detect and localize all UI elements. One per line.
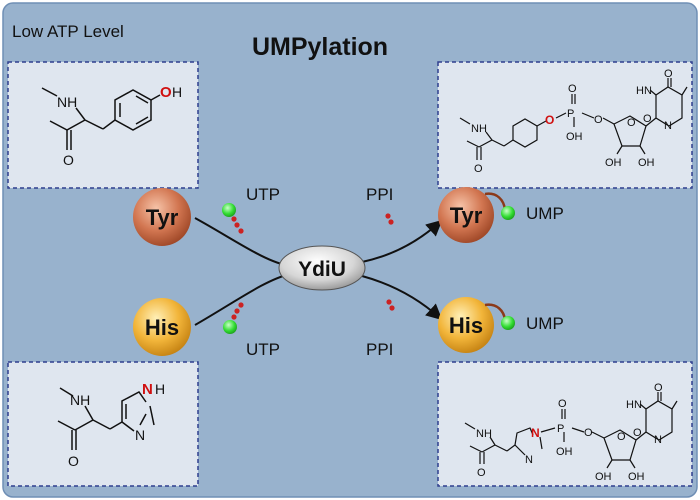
ppi-label-bottom: PPI — [366, 340, 393, 359]
his-product-label: His — [449, 313, 483, 338]
tyr-ump-hn-label: HN — [636, 85, 652, 97]
his-ump-link-o-label: O — [584, 427, 593, 439]
his-ump-carbonyl-o-label: O — [477, 467, 486, 479]
tyr-skeleton — [41, 87, 161, 150]
ump-label-bottom: UMP — [526, 314, 564, 333]
his-ring-n-bottom-label: N — [135, 427, 145, 443]
his-skeleton — [57, 387, 155, 450]
tyr-ump-p-oxo-label: O — [568, 83, 577, 95]
his-ump-oh1-label: OH — [595, 471, 612, 483]
his-residue-label: His — [145, 315, 179, 340]
ump-attachment-bottom — [484, 303, 515, 330]
tyr-ump-ester-o-label: O — [545, 113, 554, 127]
his-ump-p-label: P — [557, 423, 564, 435]
tyr-ump-structure-panel: NH O O P O OH O O HN O O N OH OH — [437, 61, 693, 189]
his-structure-panel: NH O N H N — [7, 361, 199, 487]
his-ring-n-label: N — [142, 381, 153, 398]
his-ump-p-oxo-label: O — [558, 398, 567, 410]
utp-label-top: UTP — [246, 185, 280, 204]
ump-attachment-top — [484, 192, 515, 220]
his-residue-ball — [133, 298, 191, 356]
tyr-residue-label: Tyr — [146, 205, 179, 230]
his-product-ball — [438, 297, 494, 353]
tyr-ump-base-top-o-label: O — [664, 68, 673, 80]
tyr-ump-skeleton — [459, 78, 688, 160]
tyr-ump-carbonyl-o-label: O — [474, 163, 483, 175]
tyr-carbonyl-o-label: O — [63, 152, 74, 168]
ydiu-enzyme — [278, 245, 366, 291]
his-nh-label: NH — [70, 392, 90, 408]
tyr-ump-p-oh-label: OH — [566, 131, 583, 143]
utp-molecule-top — [222, 203, 244, 234]
tyr-hydroxyl-o-label: O — [160, 84, 172, 101]
his-carbonyl-o-label: O — [68, 453, 79, 469]
utp-molecule-bottom — [223, 302, 244, 334]
his-ump-hn-label: HN — [626, 399, 642, 411]
his-ump-oh2-label: OH — [628, 471, 645, 483]
his-ring-h-label: H — [155, 381, 165, 397]
tyr-hydroxyl-h-label: H — [172, 84, 182, 100]
his-ump-p-oh-label: OH — [556, 446, 573, 458]
tyr-ump-link-o-label: O — [594, 114, 603, 126]
diagram-title: UMPylation — [252, 33, 388, 61]
his-product-arrow — [361, 275, 443, 321]
his-ump-ring-n-label: N — [531, 426, 540, 440]
tyr-ump-base-n-label: N — [664, 120, 672, 132]
ump-label-top: UMP — [526, 204, 564, 223]
his-ump-ring-n-bottom-label: N — [525, 454, 533, 466]
corner-label: Low ATP Level — [12, 22, 124, 41]
tyr-ump-sugar-o-label: O — [627, 117, 636, 129]
tyr-product-arrow — [361, 219, 443, 263]
ppi-molecule-top — [385, 213, 394, 225]
tyr-ump-oh2-label: OH — [638, 157, 655, 169]
his-ump-nh-label: NH — [476, 428, 492, 440]
tyr-structure-panel: NH O O H — [7, 61, 199, 189]
his-ump-base-n-label: N — [654, 434, 662, 446]
tyr-product-ball — [438, 187, 494, 243]
his-ump-structure-panel: NH O N N P O OH O O HN O O N OH OH — [437, 361, 693, 487]
tyr-nh-label: NH — [57, 94, 77, 110]
tyr-product-label: Tyr — [450, 203, 483, 228]
his-ump-skeleton — [464, 392, 678, 469]
ppi-molecule-bottom — [386, 299, 395, 311]
tyr-ump-base-o-label: O — [643, 113, 652, 125]
ppi-label-top: PPI — [366, 185, 393, 204]
tyr-residue-ball — [133, 188, 191, 246]
ydiu-enzyme-label: YdiU — [298, 258, 346, 281]
utp-label-bottom: UTP — [246, 340, 280, 359]
his-ump-base-o-label: O — [633, 427, 642, 439]
tyr-ump-p-label: P — [567, 108, 574, 120]
his-ump-base-top-o-label: O — [654, 382, 663, 394]
tyr-ump-nh-label: NH — [471, 123, 487, 135]
his-ump-sugar-o-label: O — [617, 431, 626, 443]
tyr-ump-oh1-label: OH — [605, 157, 622, 169]
